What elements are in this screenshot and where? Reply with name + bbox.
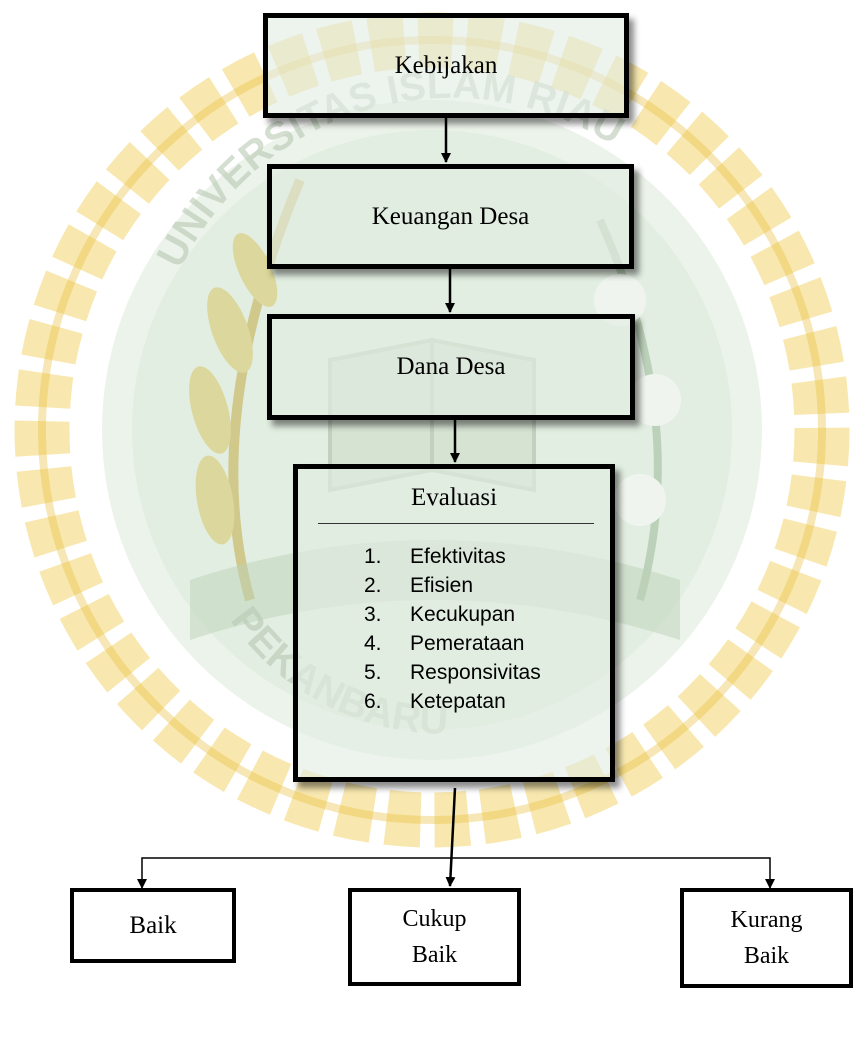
node-kurang-baik: Kurang Baik [680,888,853,988]
node-kurang-baik-line2: Baik [743,943,790,969]
list-item-label: Responsivitas [410,661,541,684]
list-item: 1. Efektivitas [364,542,610,571]
list-item-number: 4. [364,632,382,655]
list-item-number: 3. [364,603,382,626]
list-item-number: 5. [364,661,382,684]
node-baik: Baik [70,888,236,963]
node-kurang-baik-line1: Kurang [730,907,803,933]
list-item: 2. Efisien [364,571,610,600]
node-kebijakan: Kebijakan [263,13,629,118]
node-dana-desa-label: Dana Desa [396,353,506,380]
node-baik-label: Baik [129,911,177,939]
list-item-label: Pemerataan [410,632,525,655]
list-item-number: 6. [364,690,382,713]
list-item-label: Efisien [410,574,474,597]
node-evaluasi-divider [318,523,594,524]
list-item-label: Ketepatan [410,690,506,713]
emblem-cotton-branch [594,218,681,602]
evaluasi-criteria-list: 1. Efektivitas 2. Efisien 3. Kecukupan 4. Pe… [298,542,610,716]
list-item: 3. Kecukupan [364,600,610,629]
list-item-label: Efektivitas [410,545,506,568]
node-cukup-baik: Cukup Baik [348,888,521,986]
node-kebijakan-label: Kebijakan [394,51,498,79]
node-cukup-baik-line2: Baik [411,942,458,968]
list-item-label: Kecukupan [410,603,516,626]
list-item: 4. Pemerataan [364,629,610,658]
node-keuangan-desa-label: Keuangan Desa [371,202,530,230]
arrow-evaluasi-to-cukup [445,787,457,887]
branch-horizontal-line [141,857,771,887]
list-item: 5. Responsivitas [364,658,610,687]
node-cukup-baik-line1: Cukup [402,906,467,932]
node-evaluasi: Evaluasi 1. Efektivitas 2. Efisien 3. Kecuk… [293,464,615,782]
node-evaluasi-title: Evaluasi [410,484,498,511]
node-keuangan-desa: Keuangan Desa [267,164,634,269]
list-item: 6. Ketepatan [364,687,610,716]
list-item-number: 1. [364,545,382,568]
list-item-number: 2. [364,574,382,597]
node-dana-desa: Dana Desa [267,314,635,420]
